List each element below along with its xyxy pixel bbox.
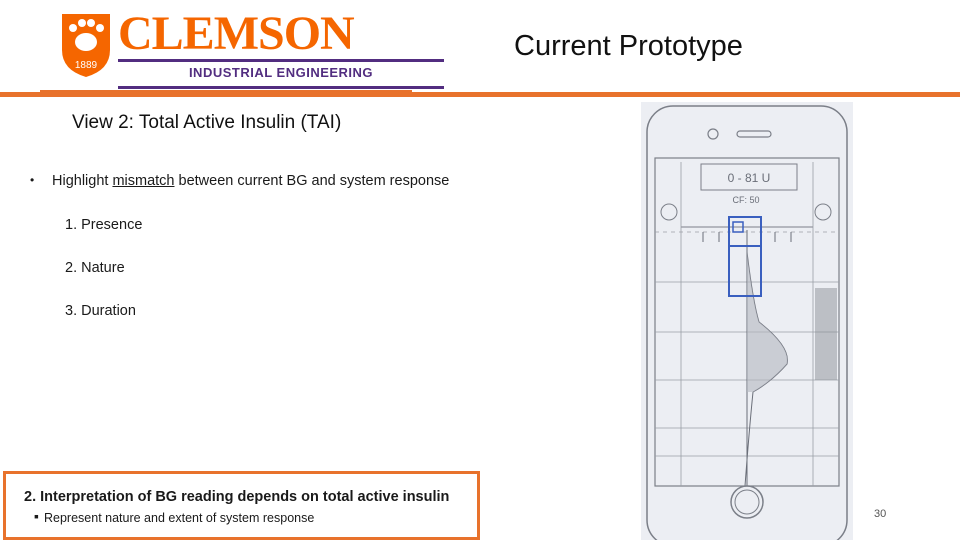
logo-department: INDUSTRIAL ENGINEERING bbox=[188, 65, 374, 80]
page-number: 30 bbox=[874, 508, 887, 520]
logo-department-box: INDUSTRIAL ENGINEERING bbox=[118, 59, 444, 89]
callout-box: 2. Interpretation of BG reading depends … bbox=[3, 471, 480, 540]
logo-year: 1889 bbox=[75, 60, 98, 71]
numbered-item-presence: 1. Presence bbox=[65, 217, 143, 233]
callout-title: 2. Interpretation of BG reading depends … bbox=[24, 489, 450, 505]
prototype-sketch-image: 0 - 81 U CF: 50 bbox=[641, 102, 853, 545]
clemson-logo: 1889 CLEMSON INDUSTRIAL ENGINEERING bbox=[60, 8, 444, 89]
bullet-suffix: between current BG and system response bbox=[174, 173, 450, 189]
logo-wordmark: CLEMSON bbox=[118, 7, 355, 60]
bullet-prefix: Highlight bbox=[52, 173, 113, 189]
view-title: View 2: Total Active Insulin (TAI) bbox=[72, 112, 342, 133]
tiger-paw-logo-icon: 1889 bbox=[62, 14, 110, 77]
phone-sketch-drawing: 0 - 81 U CF: 50 bbox=[641, 102, 853, 545]
sketch-sub-text: CF: 50 bbox=[732, 195, 759, 205]
bullet-underlined: mismatch bbox=[112, 173, 175, 189]
bullet-text: Highlight mismatch between current BG an… bbox=[52, 173, 449, 189]
slide-title: Current Prototype bbox=[514, 30, 743, 62]
callout-bullet: ▪ bbox=[34, 508, 39, 524]
numbered-item-duration: 3. Duration bbox=[65, 303, 136, 319]
header-accent-line bbox=[40, 90, 412, 92]
callout-subtext: Represent nature and extent of system re… bbox=[44, 511, 315, 525]
header-divider bbox=[0, 92, 960, 97]
bullet-dot: • bbox=[30, 173, 35, 187]
numbered-item-nature: 2. Nature bbox=[65, 260, 125, 276]
sketch-header-text: 0 - 81 U bbox=[728, 171, 771, 185]
